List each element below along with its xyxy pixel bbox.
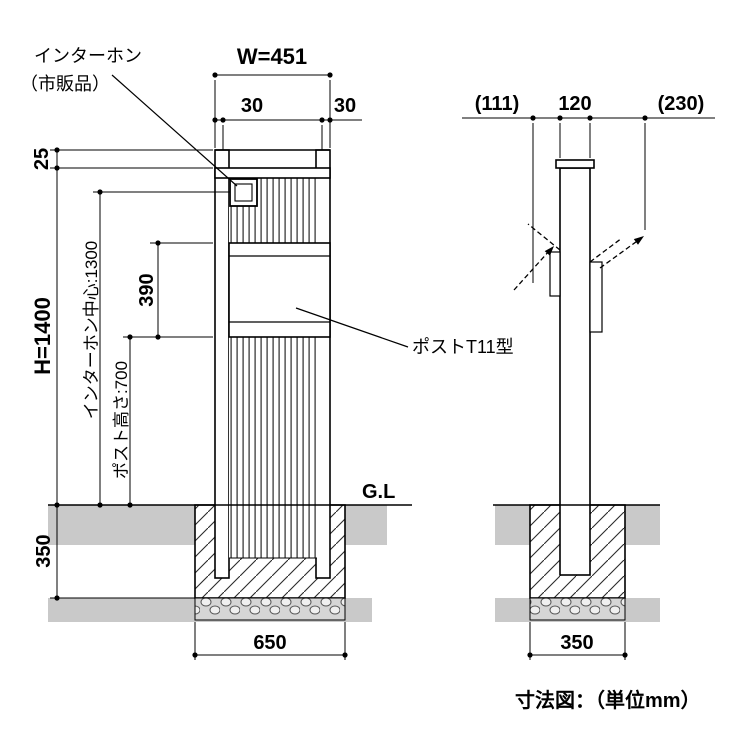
ground-strip-left bbox=[48, 505, 195, 545]
right-frame-column bbox=[315, 149, 331, 579]
intercom-leader-line bbox=[111, 74, 238, 187]
dim-overall-height: H=1400 bbox=[30, 297, 55, 375]
left-frame-column bbox=[214, 149, 230, 579]
front-dimension-dots bbox=[54, 72, 348, 658]
mail-insert-arrow-rear bbox=[589, 236, 644, 269]
post-label: ポストT11型 bbox=[412, 337, 514, 357]
dim-front-projection: (111) bbox=[475, 93, 519, 115]
post-leader-line bbox=[295, 307, 409, 348]
front-gravel-layer bbox=[194, 597, 346, 621]
dim-top-clearance: 25 bbox=[31, 148, 53, 170]
dim-right-offset: 30 bbox=[334, 95, 356, 117]
side-pole bbox=[559, 167, 591, 576]
diagram-caption: 寸法図：（単位mm） bbox=[515, 688, 701, 712]
dim-post-body-height: 390 bbox=[136, 273, 158, 306]
dim-foundation-width-side: 350 bbox=[560, 632, 593, 654]
side-view: (111) 120 (230) 350 bbox=[462, 93, 715, 660]
post-front-bracket bbox=[549, 251, 561, 297]
front-structure bbox=[214, 149, 331, 579]
side-pole-cap bbox=[555, 159, 595, 169]
ground-level-label: G.L bbox=[362, 481, 395, 503]
dim-foundation-width-front: 650 bbox=[253, 632, 286, 654]
post-rear-box bbox=[589, 261, 603, 333]
intercom-label-line1: インターホン bbox=[34, 46, 142, 66]
top-cap bbox=[214, 167, 331, 179]
dim-rear-projection: (230) bbox=[658, 93, 705, 115]
dim-embed-depth: 350 bbox=[33, 534, 55, 567]
dim-pole-depth: 120 bbox=[558, 93, 591, 115]
side-gravel-layer bbox=[529, 597, 626, 621]
intercom-label-line2: （市販品） bbox=[20, 74, 110, 94]
louver-panel-lower bbox=[229, 337, 317, 558]
side-ground-strip-left bbox=[495, 505, 530, 545]
front-view: W=451 30 30 25 H=1400 350 インターホン中心:1300 … bbox=[20, 44, 514, 660]
dim-post-height: ポスト高さ:700 bbox=[112, 361, 131, 479]
dim-intercom-center-height: インターホン中心:1300 bbox=[82, 241, 101, 420]
ground-strip-right bbox=[345, 505, 387, 545]
dim-left-offset: 30 bbox=[241, 95, 263, 117]
dim-overall-width: W=451 bbox=[237, 44, 307, 69]
side-ground-strip-right bbox=[625, 505, 660, 545]
side-dimension-dots bbox=[527, 115, 648, 658]
side-structure bbox=[513, 159, 644, 576]
mailbox-post bbox=[228, 242, 331, 338]
